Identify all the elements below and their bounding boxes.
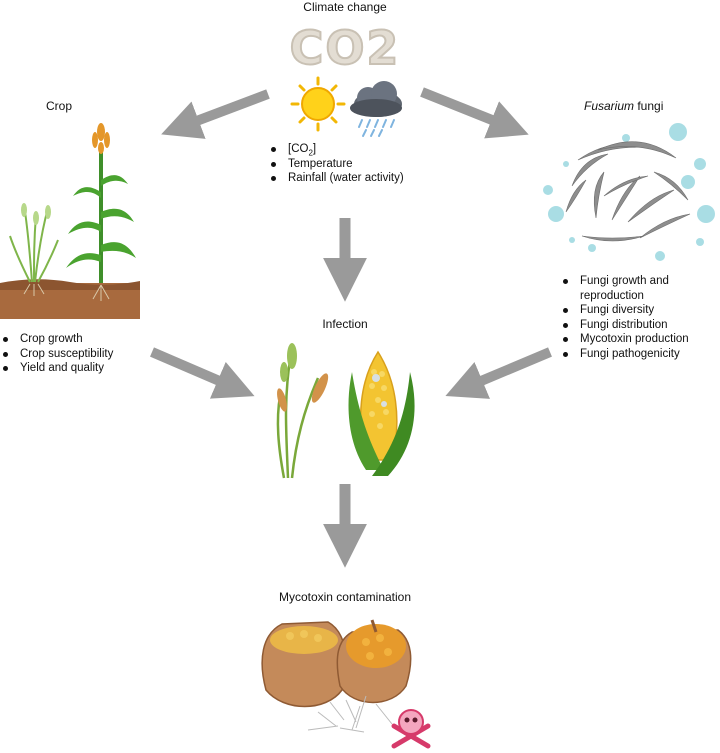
fungi-effect-pathogenicity: Fungi pathogenicity bbox=[560, 347, 689, 362]
infection-title: Infection bbox=[322, 317, 368, 331]
fungi-effect-growth-cont: reproduction bbox=[580, 289, 644, 302]
fungi-effect-mycotoxin: Mycotoxin production bbox=[560, 332, 689, 347]
mycotoxin-contamination-title: Mycotoxin contamination bbox=[278, 590, 412, 604]
climate-change-title: Climate change bbox=[303, 0, 387, 14]
crop-effect-susceptibility: Crop susceptibility bbox=[0, 347, 113, 362]
arrow-fungi-to-infection bbox=[445, 347, 552, 399]
sun-icon bbox=[290, 76, 346, 132]
fusarium-fungi-icon bbox=[543, 123, 715, 261]
corn-cob-icon bbox=[348, 350, 415, 476]
arrow-climate-to-crop bbox=[161, 89, 270, 139]
crop-plants-icon bbox=[0, 123, 140, 319]
rain-cloud-icon bbox=[350, 81, 402, 137]
skull-crossbones-icon bbox=[391, 709, 431, 749]
crop-title: Crop bbox=[46, 99, 73, 113]
climate-factor-rainfall: Rainfall (water activity) bbox=[268, 171, 404, 186]
contaminated-grain-bags-icon bbox=[261, 619, 412, 733]
co2-cloud-icon: CO2 bbox=[289, 20, 401, 76]
arrow-crop-to-infection bbox=[150, 347, 255, 399]
crop-effects-list: Crop growth Crop susceptibility Yield an… bbox=[0, 332, 113, 376]
crop-effect-yield: Yield and quality bbox=[0, 361, 113, 376]
fungi-effect-growth: Fungi growth and bbox=[560, 274, 689, 289]
fungi-effect-distribution: Fungi distribution bbox=[560, 318, 689, 333]
fungi-effect-diversity: Fungi diversity bbox=[560, 303, 689, 318]
climate-factor-temperature: Temperature bbox=[268, 157, 404, 172]
fungi-title: Fusarium fungi bbox=[584, 99, 664, 113]
climate-factor-co2: [CO2] bbox=[268, 142, 404, 157]
co2-mark: CO2 bbox=[290, 21, 401, 75]
arrow-climate-to-fungi bbox=[420, 87, 529, 139]
wheat-ears-icon bbox=[276, 343, 329, 479]
climate-factors-list: [CO2] Temperature Rainfall (water activi… bbox=[268, 142, 404, 186]
crop-effect-growth: Crop growth bbox=[0, 332, 113, 347]
fungi-effects-list: Fungi growth and reproduction Fungi dive… bbox=[560, 274, 689, 361]
